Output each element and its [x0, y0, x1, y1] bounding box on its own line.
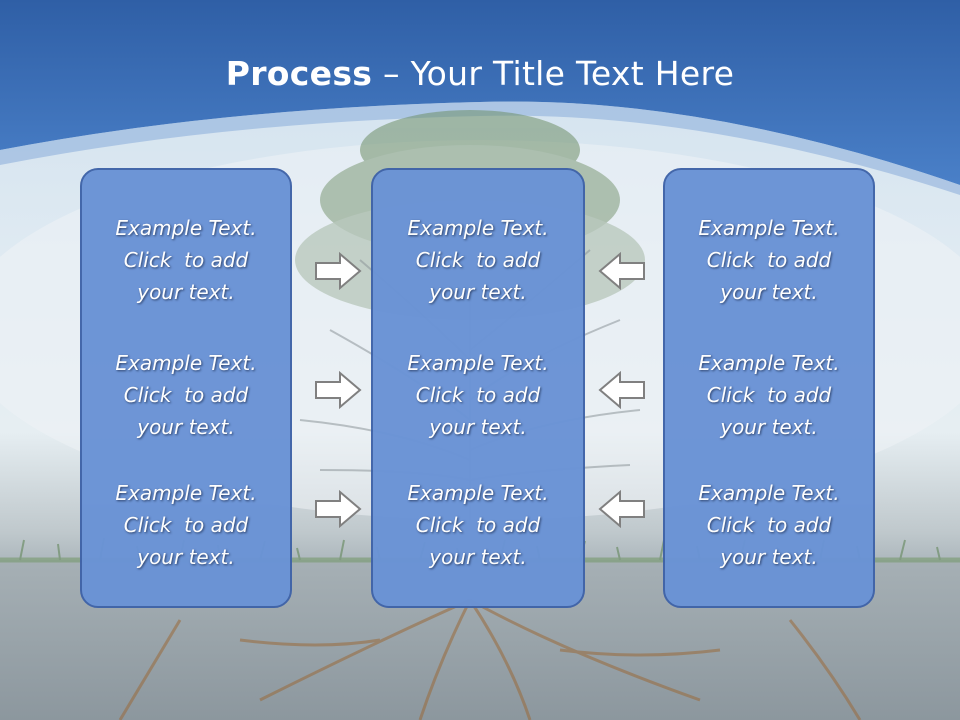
text-line: Click to add	[123, 383, 249, 407]
right-arrow-icon[interactable]	[314, 490, 362, 528]
text-placeholder[interactable]: Example Text. Click to add your text.	[665, 212, 873, 308]
left-process-panel[interactable]: Example Text. Click to add your text. Ex…	[80, 168, 292, 608]
text-line: Click to add	[123, 248, 249, 272]
text-placeholder[interactable]: Example Text. Click to add your text.	[82, 477, 290, 573]
text-line: your text.	[429, 415, 527, 439]
right-arrow-icon[interactable]	[314, 371, 362, 409]
text-placeholder[interactable]: Example Text. Click to add your text.	[373, 212, 583, 308]
text-line: your text.	[137, 415, 235, 439]
text-placeholder[interactable]: Example Text. Click to add your text.	[665, 477, 873, 573]
text-placeholder[interactable]: Example Text. Click to add your text.	[82, 347, 290, 443]
left-arrow-icon[interactable]	[598, 490, 646, 528]
text-line: Example Text.	[115, 481, 257, 505]
center-process-panel[interactable]: Example Text. Click to add your text. Ex…	[371, 168, 585, 608]
text-line: your text.	[720, 280, 818, 304]
text-line: your text.	[429, 545, 527, 569]
text-line: Example Text.	[115, 351, 257, 375]
text-line: Example Text.	[698, 216, 840, 240]
text-placeholder[interactable]: Example Text. Click to add your text.	[373, 347, 583, 443]
title-rest-text: – Your Title Text Here	[372, 54, 735, 93]
text-placeholder[interactable]: Example Text. Click to add your text.	[665, 347, 873, 443]
text-line: Example Text.	[698, 481, 840, 505]
text-line: your text.	[137, 545, 235, 569]
text-line: your text.	[429, 280, 527, 304]
text-line: Click to add	[706, 383, 832, 407]
right-arrow-icon[interactable]	[314, 252, 362, 290]
right-process-panel[interactable]: Example Text. Click to add your text. Ex…	[663, 168, 875, 608]
text-line: Click to add	[706, 513, 832, 537]
text-line: Example Text.	[407, 481, 549, 505]
left-arrow-icon[interactable]	[598, 252, 646, 290]
slide-title[interactable]: Process – Your Title Text Here	[0, 52, 960, 96]
text-line: Click to add	[415, 513, 541, 537]
text-line: Click to add	[415, 383, 541, 407]
text-line: Click to add	[415, 248, 541, 272]
text-line: Click to add	[706, 248, 832, 272]
text-placeholder[interactable]: Example Text. Click to add your text.	[82, 212, 290, 308]
text-line: Example Text.	[407, 351, 549, 375]
text-line: Example Text.	[698, 351, 840, 375]
text-placeholder[interactable]: Example Text. Click to add your text.	[373, 477, 583, 573]
text-line: your text.	[720, 415, 818, 439]
text-line: Example Text.	[407, 216, 549, 240]
text-line: your text.	[137, 280, 235, 304]
left-arrow-icon[interactable]	[598, 371, 646, 409]
text-line: your text.	[720, 545, 818, 569]
title-bold-text: Process	[225, 54, 373, 93]
text-line: Click to add	[123, 513, 249, 537]
text-line: Example Text.	[115, 216, 257, 240]
